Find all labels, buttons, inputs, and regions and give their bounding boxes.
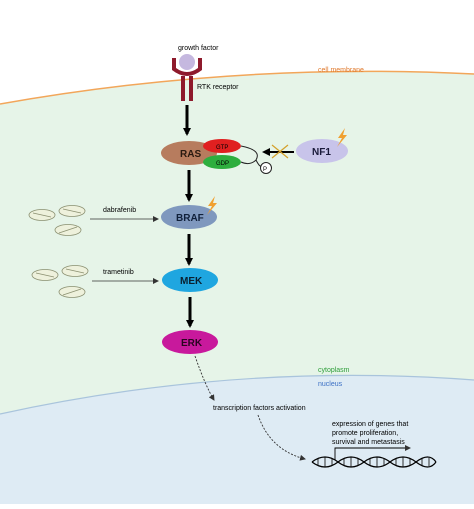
nf1-label: NF1 bbox=[312, 147, 331, 158]
gtp-node bbox=[203, 139, 241, 153]
erk-node bbox=[162, 330, 218, 354]
gdp-label: GDP bbox=[216, 161, 229, 167]
ras-label: RAS bbox=[180, 149, 201, 160]
gdp-node bbox=[203, 155, 241, 169]
cell-membrane-line bbox=[0, 70, 474, 105]
expression-line-2: promote proliferation, bbox=[332, 430, 398, 437]
gtp-label: GTP bbox=[216, 145, 228, 151]
braf-label: BRAF bbox=[176, 213, 204, 224]
growth-factor-label: growth factor bbox=[178, 45, 219, 52]
nucleus-region bbox=[0, 375, 474, 504]
trametinib-pills-icon bbox=[31, 265, 89, 298]
transcription-label: transcription factors activation bbox=[213, 405, 306, 412]
dabrafenib-pills-icon bbox=[28, 205, 86, 236]
expression-line-1: expression of genes that bbox=[332, 421, 408, 428]
nf1-node bbox=[296, 139, 348, 163]
nucleus-label: nucleus bbox=[318, 381, 343, 388]
phosphate-label: P bbox=[263, 167, 267, 173]
rtk-receptor bbox=[172, 58, 202, 101]
transcription-start-arrow bbox=[334, 445, 411, 460]
arrow-transcription-to-dna bbox=[257, 414, 306, 461]
nf1-inactivation-cross-b bbox=[271, 144, 289, 159]
nf1-mutation-bolt-icon bbox=[337, 128, 347, 147]
braf-mutation-bolt-icon bbox=[207, 196, 217, 215]
phosphate-circle bbox=[260, 162, 272, 174]
cell-membrane-label: cell membrane bbox=[318, 67, 364, 74]
rtk-receptor-label: RTK receptor bbox=[197, 84, 239, 91]
trametinib-label: trametinib bbox=[103, 269, 134, 276]
cytoplasm-label: cytoplasm bbox=[318, 367, 350, 374]
dna-helix-icon bbox=[311, 456, 437, 468]
ras-node bbox=[161, 141, 217, 165]
mek-label: MEK bbox=[180, 276, 203, 287]
growth-factor-ligand bbox=[179, 54, 195, 70]
braf-node bbox=[161, 205, 217, 229]
nuclear-envelope-line bbox=[0, 374, 474, 415]
cell-background bbox=[0, 70, 474, 505]
erk-label: ERK bbox=[181, 338, 203, 349]
mek-node bbox=[162, 268, 218, 292]
dabrafenib-label: dabrafenib bbox=[103, 207, 136, 214]
arrow-erk-to-nucleus bbox=[194, 355, 215, 401]
expression-line-3: survival and metastasis bbox=[332, 439, 405, 446]
